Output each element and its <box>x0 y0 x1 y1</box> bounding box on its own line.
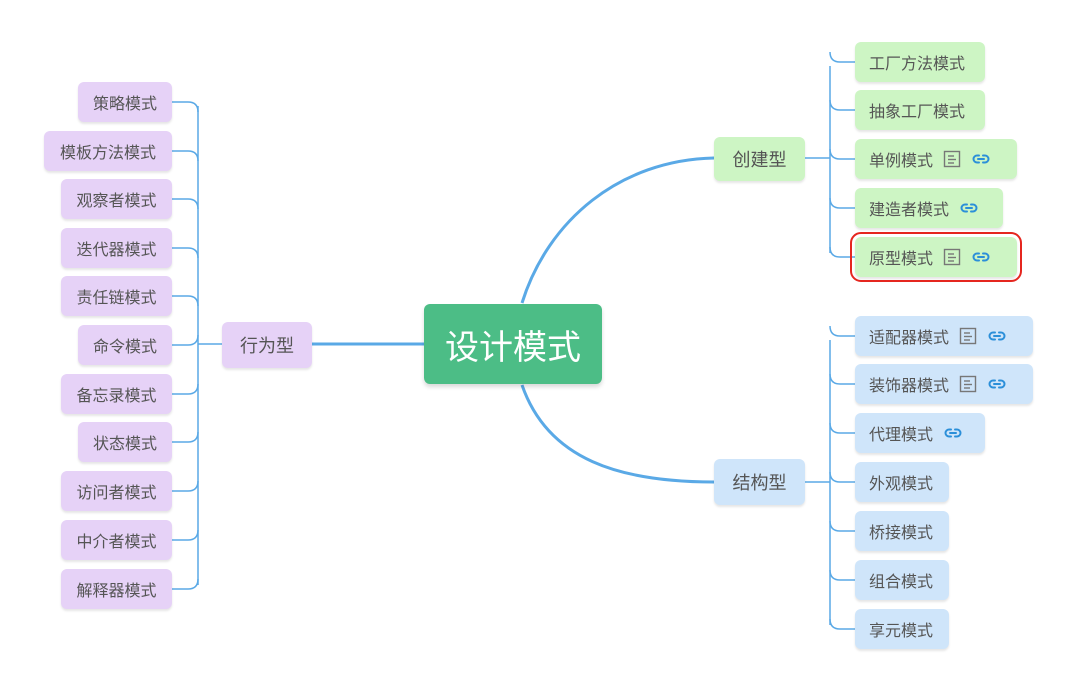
leaf-node[interactable]: 适配器模式 <box>855 316 1033 356</box>
leaf-label: 迭代器模式 <box>76 240 157 259</box>
leaf-node[interactable]: 解释器模式 <box>61 569 172 609</box>
branch-structural[interactable]: 结构型 <box>714 459 805 505</box>
link-icon[interactable] <box>959 201 979 215</box>
leaf-node[interactable]: 访问者模式 <box>61 471 172 511</box>
leaf-node[interactable]: 组合模式 <box>855 560 949 600</box>
leaf-node[interactable]: 享元模式 <box>855 609 949 649</box>
leaf-label: 抽象工厂模式 <box>869 102 966 121</box>
leaf-label: 适配器模式 <box>869 328 950 347</box>
leaf-label: 备忘录模式 <box>76 386 157 405</box>
leaf-node[interactable]: 状态模式 <box>78 422 172 462</box>
leaf-node[interactable]: 模板方法模式 <box>44 131 172 171</box>
leaf-label: 中介者模式 <box>76 532 157 551</box>
leaf-label: 代理模式 <box>869 425 934 444</box>
leaf-label: 解释器模式 <box>76 581 157 600</box>
leaf-node[interactable]: 代理模式 <box>855 413 985 453</box>
note-icon[interactable] <box>943 150 961 168</box>
leaf-node[interactable]: 工厂方法模式 <box>855 42 985 82</box>
leaf-node[interactable]: 责任链模式 <box>61 276 172 316</box>
leaf-node[interactable]: 中介者模式 <box>61 520 172 560</box>
leaf-label: 状态模式 <box>92 434 157 453</box>
note-icon[interactable] <box>959 327 977 345</box>
link-icon[interactable] <box>971 250 991 264</box>
root-label: 设计模式 <box>445 327 581 368</box>
leaf-label: 组合模式 <box>869 572 934 591</box>
leaf-label: 命令模式 <box>92 337 157 356</box>
leaf-node[interactable]: 抽象工厂模式 <box>855 90 985 130</box>
leaf-label: 单例模式 <box>869 151 934 170</box>
leaf-label: 工厂方法模式 <box>869 54 966 73</box>
branch-label: 行为型 <box>240 336 294 357</box>
link-icon[interactable] <box>987 377 1007 391</box>
branch-label: 结构型 <box>732 473 787 494</box>
leaf-label: 桥接模式 <box>869 523 934 542</box>
leaf-label: 装饰器模式 <box>869 376 950 395</box>
branch-behavioral[interactable]: 行为型 <box>222 322 312 368</box>
leaf-node[interactable]: 建造者模式 <box>855 188 1003 228</box>
branch-creational[interactable]: 创建型 <box>714 137 805 181</box>
leaf-label: 责任链模式 <box>76 288 157 307</box>
leaf-node[interactable]: 策略模式 <box>78 82 172 122</box>
link-icon[interactable] <box>971 152 991 166</box>
leaf-node[interactable]: 桥接模式 <box>855 511 949 551</box>
leaf-label: 模板方法模式 <box>59 143 156 162</box>
leaf-label: 访问者模式 <box>76 483 157 502</box>
note-icon[interactable] <box>959 375 977 393</box>
link-icon[interactable] <box>987 329 1007 343</box>
leaf-node[interactable]: 装饰器模式 <box>855 364 1033 404</box>
branch-label: 创建型 <box>732 150 787 171</box>
leaf-node[interactable]: 单例模式 <box>855 139 1017 179</box>
leaf-node[interactable]: 观察者模式 <box>61 179 172 219</box>
leaf-label: 观察者模式 <box>76 191 157 210</box>
root-node[interactable]: 设计模式 <box>424 304 602 384</box>
leaf-label: 建造者模式 <box>869 200 950 219</box>
leaf-node[interactable]: 外观模式 <box>855 462 949 502</box>
leaf-label: 策略模式 <box>92 94 157 113</box>
link-icon[interactable] <box>943 426 963 440</box>
leaf-node[interactable]: 原型模式 <box>850 232 1022 282</box>
leaf-node[interactable]: 命令模式 <box>78 325 172 365</box>
note-icon[interactable] <box>943 248 961 266</box>
leaf-label: 外观模式 <box>869 474 934 493</box>
leaf-label: 原型模式 <box>869 249 934 268</box>
leaf-node[interactable]: 备忘录模式 <box>61 374 172 414</box>
leaf-label: 享元模式 <box>869 621 934 640</box>
leaf-node[interactable]: 迭代器模式 <box>61 228 172 268</box>
